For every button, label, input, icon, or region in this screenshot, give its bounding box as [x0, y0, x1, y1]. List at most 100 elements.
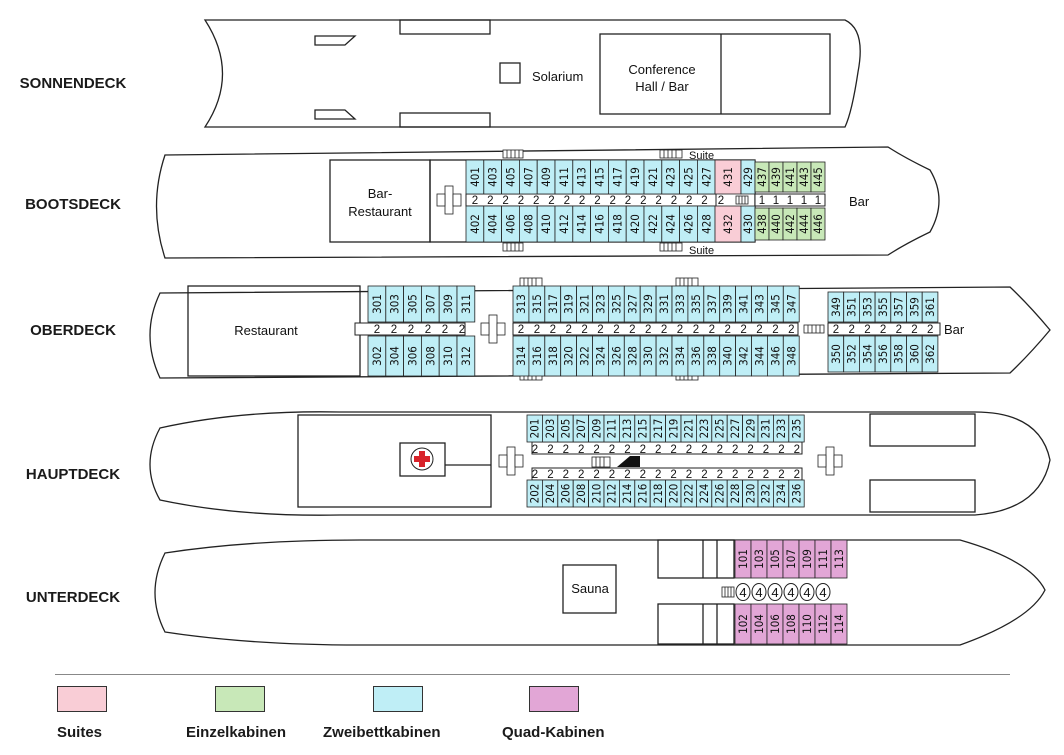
cabin-twin[interactable]: 423 [661, 159, 680, 195]
cabin-twin[interactable]: 222 [680, 479, 697, 508]
cabin-twin[interactable]: 406 [501, 205, 520, 243]
cabin-twin[interactable]: 209 [588, 414, 605, 443]
cabin-twin[interactable]: 360 [906, 335, 923, 373]
cabin-quad[interactable]: 104 [750, 603, 768, 645]
cabin-twin[interactable]: 228 [726, 479, 744, 508]
cabin-twin[interactable]: 331 [655, 285, 673, 323]
cabin-twin[interactable]: 343 [751, 285, 768, 323]
cabin-twin[interactable]: 234 [773, 479, 790, 508]
cabin-twin[interactable]: 412 [554, 205, 574, 243]
cabin-twin[interactable]: 347 [782, 285, 800, 323]
cabin-twin[interactable]: 207 [572, 414, 590, 443]
cabin-quad[interactable]: 114 [830, 603, 848, 645]
cabin-twin[interactable]: 204 [542, 479, 559, 508]
cabin-twin[interactable]: 348 [782, 335, 800, 377]
cabin-twin[interactable]: 346 [767, 335, 784, 377]
cabin-twin[interactable]: 413 [572, 159, 591, 195]
cabin-twin[interactable]: 403 [483, 159, 502, 195]
cabin-twin[interactable]: 311 [456, 285, 476, 323]
cabin-twin[interactable]: 308 [420, 335, 440, 377]
cabin-twin[interactable]: 339 [719, 285, 737, 323]
cabin-twin[interactable]: 333 [671, 285, 689, 323]
cabin-twin[interactable]: 203 [542, 414, 559, 443]
cabin-twin[interactable]: 303 [385, 285, 404, 323]
cabin-twin[interactable]: 344 [751, 335, 768, 377]
cabin-twin[interactable]: 407 [519, 159, 538, 195]
cabin-twin[interactable]: 229 [742, 414, 759, 443]
cabin-quad[interactable]: 107 [782, 539, 800, 579]
cabin-twin[interactable]: 314 [512, 335, 530, 377]
cabin-twin[interactable]: 312 [456, 335, 476, 377]
cabin-twin[interactable]: 332 [655, 335, 673, 377]
cabin-twin[interactable]: 354 [859, 335, 876, 373]
cabin-twin[interactable]: 309 [438, 285, 458, 323]
cabin-single[interactable]: 446 [810, 207, 826, 241]
cabin-single[interactable]: 441 [782, 161, 798, 193]
cabin-twin[interactable]: 356 [874, 335, 892, 373]
cabin-twin[interactable]: 231 [757, 414, 774, 443]
cabin-twin[interactable]: 418 [608, 205, 627, 243]
cabin-twin[interactable]: 214 [619, 479, 636, 508]
cabin-twin[interactable]: 416 [590, 205, 609, 243]
cabin-twin[interactable]: 359 [906, 291, 923, 323]
cabin-twin[interactable]: 218 [649, 479, 667, 508]
cabin-single[interactable]: 440 [768, 207, 784, 241]
cabin-quad[interactable]: 112 [814, 603, 832, 645]
cabin-twin[interactable]: 325 [608, 285, 625, 323]
cabin-twin[interactable]: 422 [643, 205, 663, 243]
cabin-twin[interactable]: 329 [639, 285, 657, 323]
cabin-twin[interactable]: 427 [697, 159, 716, 195]
cabin-twin[interactable]: 226 [711, 479, 728, 508]
cabin-twin[interactable]: 230 [742, 479, 759, 508]
cabin-twin[interactable]: 349 [827, 291, 845, 323]
cabin-quad[interactable]: 103 [750, 539, 768, 579]
cabin-twin[interactable]: 358 [890, 335, 907, 373]
cabin-twin[interactable]: 424 [661, 205, 680, 243]
cabin-twin[interactable]: 341 [735, 285, 752, 323]
cabin-twin[interactable]: 224 [696, 479, 713, 508]
cabin-twin[interactable]: 220 [665, 479, 682, 508]
cabin-twin[interactable]: 324 [592, 335, 609, 377]
cabin-twin[interactable]: 236 [788, 479, 805, 508]
cabin-quad[interactable]: 108 [782, 603, 800, 645]
cabin-twin[interactable]: 328 [623, 335, 641, 377]
cabin-twin[interactable]: 317 [544, 285, 562, 323]
cabin-twin[interactable]: 202 [526, 479, 543, 508]
cabin-suite[interactable]: 432 [714, 205, 742, 243]
cabin-twin[interactable]: 429 [740, 159, 756, 195]
cabin-twin[interactable]: 430 [740, 205, 756, 243]
cabin-twin[interactable]: 350 [827, 335, 845, 373]
cabin-single[interactable]: 437 [754, 161, 770, 193]
cabin-twin[interactable]: 411 [554, 159, 574, 195]
cabin-quad[interactable]: 113 [830, 539, 848, 579]
cabin-twin[interactable]: 326 [608, 335, 625, 377]
cabin-quad[interactable]: 110 [798, 603, 816, 645]
cabin-single[interactable]: 442 [782, 207, 798, 241]
cabin-twin[interactable]: 307 [420, 285, 440, 323]
cabin-twin[interactable]: 306 [403, 335, 422, 377]
cabin-twin[interactable]: 233 [773, 414, 790, 443]
cabin-twin[interactable]: 361 [921, 291, 939, 323]
cabin-twin[interactable]: 415 [590, 159, 609, 195]
cabin-twin[interactable]: 351 [843, 291, 860, 323]
cabin-twin[interactable]: 420 [625, 205, 645, 243]
cabin-single[interactable]: 444 [796, 207, 812, 241]
cabin-twin[interactable]: 322 [576, 335, 593, 377]
cabin-twin[interactable]: 428 [697, 205, 716, 243]
cabin-quad[interactable]: 102 [734, 603, 752, 645]
cabin-twin[interactable]: 206 [557, 479, 574, 508]
cabin-twin[interactable]: 414 [572, 205, 591, 243]
cabin-twin[interactable]: 352 [843, 335, 860, 373]
cabin-twin[interactable]: 213 [619, 414, 636, 443]
cabin-twin[interactable]: 421 [643, 159, 663, 195]
cabin-twin[interactable]: 417 [608, 159, 627, 195]
cabin-twin[interactable]: 232 [757, 479, 774, 508]
cabin-twin[interactable]: 323 [592, 285, 609, 323]
cabin-single[interactable]: 439 [768, 161, 784, 193]
cabin-single[interactable]: 445 [810, 161, 826, 193]
cabin-twin[interactable]: 340 [719, 335, 737, 377]
cabin-twin[interactable]: 316 [528, 335, 546, 377]
cabin-twin[interactable]: 215 [634, 414, 651, 443]
cabin-twin[interactable]: 217 [649, 414, 667, 443]
cabin-twin[interactable]: 310 [438, 335, 458, 377]
